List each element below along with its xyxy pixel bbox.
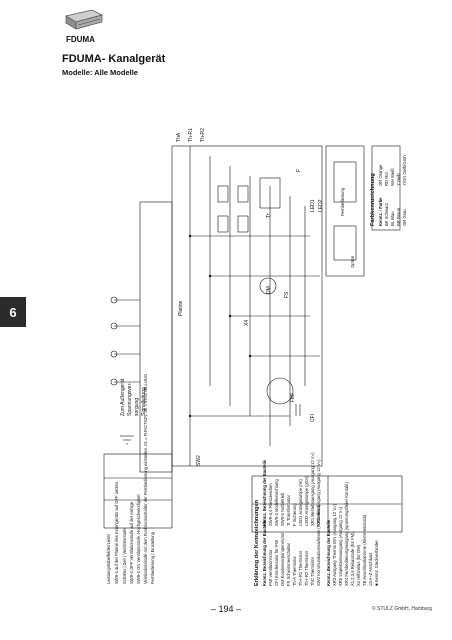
legend-item: Th-I-R1 Thermistor — [298, 550, 303, 586]
color-code-row: RD Rot — [384, 172, 389, 186]
legend-item: CnA~Z Anschluss — [368, 552, 373, 586]
board-label: Platine — [178, 300, 184, 316]
label-tha: ThA — [176, 132, 182, 142]
legend-item: SW9-5 Notbetrieb — [280, 492, 285, 526]
chapter-tab: 6 — [0, 297, 26, 327]
color-code-row: OR Orange — [378, 164, 383, 186]
label-fm: FMI — [290, 393, 296, 402]
legend-item: SW9-3,4 Fliesszeichen — [268, 483, 273, 526]
legend-item: X1,2,3,6 Relaisstufe (für FM) — [350, 532, 355, 586]
legend-item: SW9-3 Modelleinrichtung — [274, 479, 279, 526]
legend-item: Th-A Thermistor — [292, 556, 297, 586]
color-code-row: BR Braun — [396, 207, 401, 226]
label-fs: FS — [284, 291, 290, 298]
legend-item: XR5 Inspektionsausgang (Ausgang 12 V=) — [338, 506, 343, 586]
fan-table-row: SW9-4 OFF Ventilationsstufe auf der Anla… — [129, 501, 134, 584]
fan-table-row: SW9-4 ON Ventilatorstufe, Hochgeschwindi… — [136, 494, 141, 584]
label-led1: LED1 — [310, 199, 316, 212]
legend-item: Tr Transformator — [286, 494, 291, 526]
legend-item: TB Anschlussklemme (Klemmenstück) — [362, 514, 367, 586]
note-supply: sorgung — [134, 397, 140, 416]
page-subtitle: Modelle: Alle Modelle — [62, 68, 138, 77]
legend-item: LED2 Anzeigelampe (grün) — [304, 475, 309, 526]
power-cable-label: Leistungskabelfelder/Leiter — [106, 533, 111, 584]
label-cfi: CFI — [310, 413, 316, 422]
label-option: Option — [350, 255, 355, 268]
legend-item: FMI Ventilatormotor — [268, 549, 273, 586]
copyright: © STULZ GmbH, Hamburg — [371, 606, 432, 612]
legend-item: ThC Thermistor — [310, 556, 315, 586]
legend-item: X4 Hilfsrelais (für DM) — [356, 545, 361, 586]
legend-head: Kennz. Bezeichnung der Bauteile — [326, 519, 331, 586]
label-sw2: SW2 — [196, 455, 202, 466]
legend-item: LED1 Anzeigelampe (rot) — [298, 479, 303, 526]
legend-item: F Sicherung — [292, 503, 297, 526]
label-f: F — [296, 168, 302, 172]
wiring-lines — [103, 145, 403, 533]
legend-item: XR3 Ausgang Thermo EIN (Ausgang 12 V=) — [332, 504, 337, 586]
color-code-row: BK Schwarz — [384, 203, 389, 226]
legend-head: Kennz. Bezeichnung der Bauteile — [262, 519, 267, 586]
label-tr: Tr — [266, 213, 272, 218]
note-outdoor: Zum Außengerät — [120, 378, 126, 416]
page-title: FDUMA- Kanalgerät — [62, 53, 166, 65]
legend-item: ■ Kennz. Steckverbinder — [374, 540, 379, 586]
fan-table-head: Fernbedienung | Einstellung — [150, 531, 155, 584]
label-thr1: Th-R1 — [188, 128, 194, 142]
color-code-row: Y/GN Gelb/Grün — [402, 155, 407, 186]
unit-icon — [62, 8, 104, 32]
label-x4: X4 — [244, 319, 250, 326]
brand-label: FDUMA — [66, 35, 95, 44]
legend-item: XR1 Betriebsausgang (Ausgang 12 V=) — [310, 452, 315, 526]
page-number: – 194 – — [210, 604, 242, 614]
legend-item: XR4 Fernbedienungseingang (spannungsfrei… — [344, 482, 349, 586]
label-led2: LED2 — [318, 199, 324, 212]
legend-item: CFI Kondensator für FMI — [274, 539, 279, 586]
label-thr2: Th-R2 — [200, 128, 206, 142]
label-remote: Fernbedienung — [340, 187, 345, 216]
note-power: Spannungsver- — [127, 382, 133, 416]
legend-item: XR2 Heizausgang (Ausgang 12 V=) — [316, 459, 321, 526]
legend-item: Th-I-R2 Thermistor — [304, 550, 309, 586]
function-note: Ventilationsstufe mit dem Funktionsschal… — [143, 373, 148, 584]
color-code-title: Farbkennzeichnung — [370, 173, 376, 226]
label-dm: DM — [266, 286, 272, 294]
legend-item: FS Schwimmerschalter — [286, 542, 291, 586]
on-off-note: SW9-4 auf der Platine des Innengeräts au… — [114, 480, 119, 584]
legend-item: DM Kondensatpumpenmotor — [280, 532, 285, 586]
color-code-head: Kennz. / Farbe — [378, 197, 383, 226]
color-code-row: GR Grau — [402, 209, 407, 226]
color-code-row: BL Blau — [390, 211, 395, 226]
color-code-row: WH Weiß — [390, 168, 395, 186]
color-code-row: Y Gelb — [396, 173, 401, 186]
fan-table-head: Schalter | Zeit | Ventilatorstufe — [122, 528, 127, 584]
wiring-diagram: Zum Außengerät Spannungsver- sorgung Sig… — [100, 86, 410, 592]
legend-head: Kennz. Bezeichnung der Bauteile — [262, 459, 267, 526]
legend-title: Erklärung der Kennzeichnungen — [254, 499, 260, 586]
